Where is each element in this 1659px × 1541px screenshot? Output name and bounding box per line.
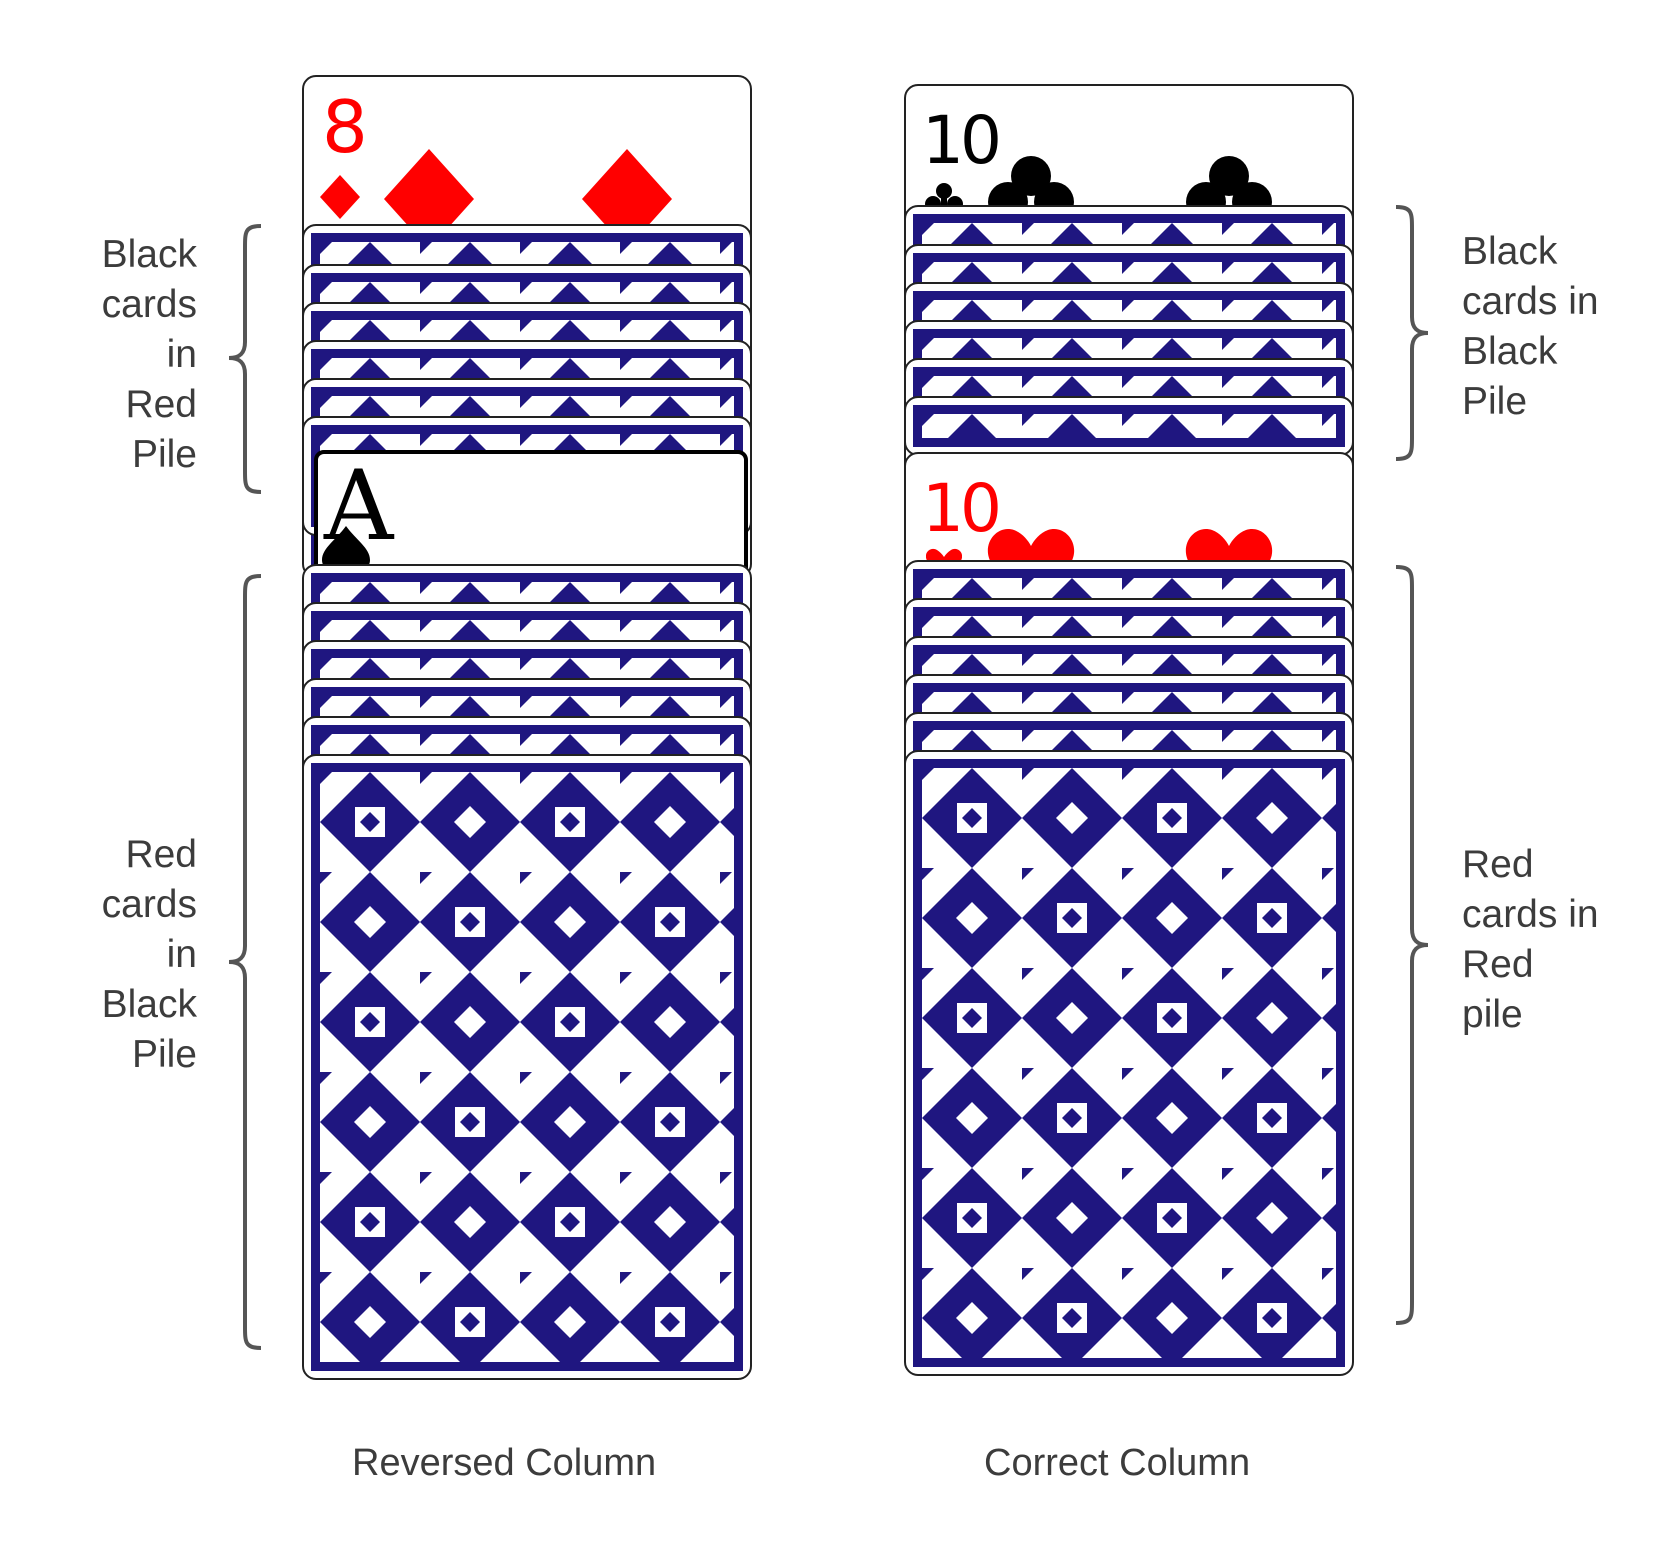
label-line: Red: [1462, 843, 1534, 886]
left-upper-label: Black cards in Red Pile: [40, 230, 197, 480]
card-back: [302, 754, 752, 1380]
label-line: pile: [1462, 993, 1523, 1036]
left-lower-label: Red cards in Black Pile: [40, 830, 197, 1080]
label-line: in: [166, 333, 197, 376]
label-line: cards in: [1462, 280, 1599, 323]
label-line: Red: [125, 833, 197, 876]
label-line: Black: [1462, 230, 1558, 273]
left-upper-brace: [228, 224, 262, 494]
card-rank: A: [324, 450, 394, 562]
label-line: Black: [101, 983, 197, 1026]
label-line: Black: [101, 233, 197, 276]
card-rank: 10: [922, 470, 1002, 547]
card-back-pattern: [311, 763, 743, 1371]
label-line: cards: [101, 283, 197, 326]
label-line: cards in: [1462, 893, 1599, 936]
card-back-pattern: [913, 759, 1345, 1367]
correct-column-caption: Correct Column: [984, 1442, 1251, 1484]
label-line: Pile: [131, 1033, 197, 1076]
right-upper-label: Black cards in Black Pile: [1462, 227, 1652, 427]
spade-icon: [322, 526, 370, 576]
reversed-column-caption: Reversed Column: [352, 1442, 657, 1484]
label-line: Red: [1462, 943, 1534, 986]
right-lower-brace: [1395, 565, 1429, 1325]
card-rank: 10: [922, 102, 1002, 179]
label-line: Pile: [1462, 380, 1528, 423]
ace-of-spades-card: A: [314, 450, 748, 580]
diamond-pip-icon: [384, 149, 474, 239]
label-line: Red: [125, 383, 197, 426]
right-upper-brace: [1395, 205, 1429, 461]
label-line: in: [166, 933, 197, 976]
diamond-icon: [320, 175, 360, 219]
label-line: Black: [1462, 330, 1558, 373]
right-lower-label: Red cards in Red pile: [1462, 840, 1652, 1040]
card-back: [904, 396, 1354, 456]
card-back-pattern: [913, 405, 1345, 447]
card-back: [904, 750, 1354, 1376]
label-line: Pile: [131, 433, 197, 476]
card-rank: 8: [322, 85, 368, 169]
diamond-pip-icon: [582, 149, 672, 239]
left-lower-brace: [228, 574, 262, 1350]
label-line: cards: [101, 883, 197, 926]
